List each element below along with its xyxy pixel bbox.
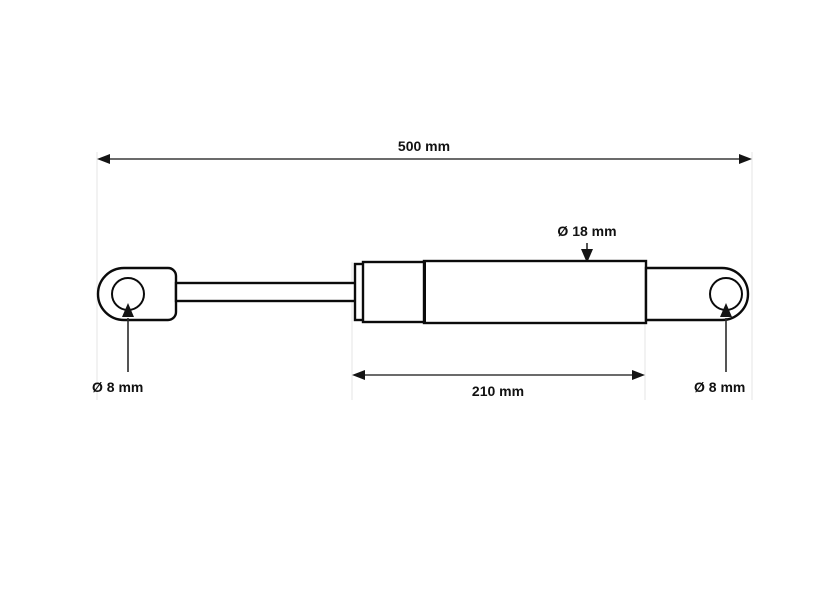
body-diameter-arrow bbox=[581, 249, 593, 263]
dimension-body-diameter: Ø 18 mm bbox=[557, 223, 617, 263]
eyelet-left-label: Ø 8 mm bbox=[92, 379, 143, 395]
piston-rod bbox=[174, 281, 360, 303]
cylinder-assembly bbox=[353, 259, 648, 325]
overall-length-label: 500 mm bbox=[398, 138, 450, 154]
body-arrow-left bbox=[352, 370, 365, 380]
eyelet-left-arrow bbox=[122, 303, 134, 317]
body-diameter-label: Ø 18 mm bbox=[557, 223, 616, 239]
piston-rod-body bbox=[174, 281, 360, 303]
left-eyelet bbox=[96, 266, 178, 322]
body-arrow-right bbox=[632, 370, 645, 380]
dimension-overall-length: 500 mm bbox=[97, 138, 752, 164]
overall-arrow-left bbox=[97, 154, 110, 164]
eyelet-right-label: Ø 8 mm bbox=[694, 379, 745, 395]
right-eyelet bbox=[644, 266, 750, 322]
body-length-label: 210 mm bbox=[472, 383, 524, 399]
overall-arrow-right bbox=[739, 154, 752, 164]
cylinder-body bbox=[422, 259, 648, 325]
dimension-body-length: 210 mm bbox=[352, 370, 645, 399]
dimension-eyelet-right: Ø 8 mm bbox=[694, 303, 745, 395]
dimension-eyelet-left: Ø 8 mm bbox=[92, 303, 143, 395]
cylinder-segment-front bbox=[361, 260, 427, 324]
eyelet-right-arrow bbox=[720, 303, 732, 317]
